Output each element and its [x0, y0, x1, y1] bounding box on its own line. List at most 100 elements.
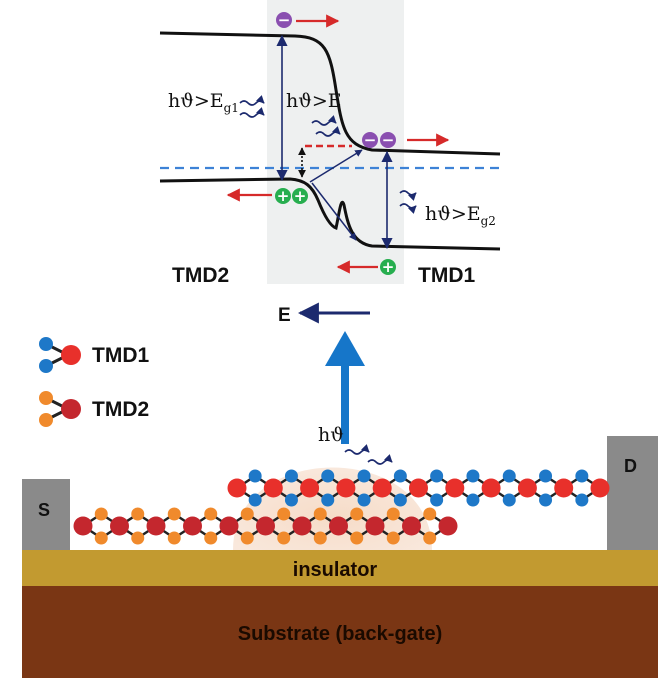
conduction-band	[159, 31, 501, 156]
electron: −	[276, 11, 292, 29]
svg-text:TMD1: TMD1	[92, 344, 149, 367]
svg-text:TMD2: TMD2	[92, 398, 149, 421]
metal-atom	[329, 516, 348, 536]
metal-atom	[219, 516, 239, 536]
chalcogen-atom	[321, 469, 335, 483]
chalcogen-atom	[423, 531, 437, 545]
chalcogen-atom	[357, 469, 371, 483]
chalcogen-atom	[539, 469, 553, 483]
photon-icon	[344, 444, 393, 465]
svg-text:−: −	[364, 131, 377, 149]
metal-atom	[336, 478, 356, 498]
hole: +	[380, 258, 396, 276]
light-label: hϑ	[318, 424, 344, 446]
chalcogen-atom	[502, 493, 516, 507]
chalcogen-atom	[466, 469, 480, 483]
substrate-layer	[22, 586, 658, 678]
excitation-label-tmd1: hϑ>Eg2	[425, 203, 496, 228]
source-label: S	[38, 500, 50, 520]
chalcogen-atom	[204, 507, 218, 521]
chalcogen-atom	[357, 493, 371, 507]
metal-atom	[409, 478, 428, 498]
chalcogen-atom	[575, 493, 589, 507]
insulator-label: insulator	[293, 559, 378, 581]
chalcogen-atom	[94, 507, 108, 521]
chalcogen-atom	[131, 507, 145, 521]
chalcogen-atom	[350, 507, 364, 521]
metal-atom	[517, 478, 537, 498]
interlayer-transition-2	[311, 182, 357, 241]
tmd1-layer	[227, 469, 610, 507]
chalcogen-atom	[248, 469, 262, 483]
chalcogen-atom	[240, 531, 254, 545]
metal-atom	[263, 478, 283, 498]
metal-atom	[183, 516, 202, 536]
interlayer-transition-1	[309, 149, 363, 183]
photo-current-arrow	[325, 331, 365, 444]
metal-atom	[110, 516, 129, 536]
svg-text:−: −	[278, 11, 291, 29]
region-label-tmd1: TMD1	[418, 264, 475, 287]
chalcogen-atom	[248, 493, 262, 507]
metal-atom	[402, 516, 421, 536]
chalcogen-atom	[386, 531, 400, 545]
metal-atom	[227, 478, 247, 498]
metal-atom	[554, 478, 574, 498]
legend-item-tmd2: TMD2	[39, 391, 149, 427]
chalcogen-atom	[386, 507, 400, 521]
electron: −	[362, 131, 378, 149]
insulator-layer	[22, 550, 658, 586]
chalcogen-atom	[313, 507, 327, 521]
chalcogen-atom	[423, 507, 437, 521]
metal-atom	[256, 516, 275, 536]
chalcogen-atom	[466, 493, 480, 507]
chalcogen-atom	[430, 493, 444, 507]
drain-contact	[607, 436, 658, 550]
chalcogen-atom	[284, 493, 298, 507]
field-label: E	[278, 305, 291, 326]
metal-atom	[372, 478, 392, 498]
metal-atom	[445, 478, 465, 498]
chalcogen-atom	[430, 469, 444, 483]
metal-atom	[292, 516, 312, 536]
device-stack: insulator Substrate (back-gate) S D hϑ	[22, 424, 658, 678]
excitation-label-tmd2: hϑ>Eg1	[168, 90, 239, 115]
chalcogen-atom	[313, 531, 327, 545]
chalcogen-atom	[393, 493, 407, 507]
metal-atom	[146, 516, 166, 536]
svg-text:+: +	[294, 187, 307, 205]
chalcogen-atom	[167, 531, 181, 545]
excitation-label-interlayer: hϑ>E	[286, 90, 342, 112]
region-label-tmd2: TMD2	[172, 264, 229, 287]
chalcogen-atom	[131, 531, 145, 545]
chalcogen-atom	[321, 493, 335, 507]
metal-atom	[300, 478, 320, 498]
svg-text:+: +	[277, 187, 290, 205]
hole: +	[275, 187, 291, 205]
svg-text:−: −	[382, 131, 395, 149]
chalcogen-atom	[204, 531, 218, 545]
valence-band	[159, 177, 501, 251]
metal-atom	[481, 478, 501, 498]
metal-atom	[365, 516, 385, 536]
chalcogen-atom	[277, 531, 291, 545]
chalcogen-atom	[94, 531, 108, 545]
svg-text:+: +	[382, 258, 395, 276]
chalcogen-atom	[350, 531, 364, 545]
chalcogen-atom	[284, 469, 298, 483]
electric-field: E	[278, 302, 370, 444]
chalcogen-atom	[502, 469, 516, 483]
chalcogen-atom	[539, 493, 553, 507]
tmd2-layer	[73, 507, 458, 545]
chalcogen-atom	[167, 507, 181, 521]
band-diagram: hϑ>Eg1 hϑ>E hϑ>Eg2 − − − + +	[159, 0, 505, 287]
chalcogen-atom	[575, 469, 589, 483]
drain-label: D	[624, 456, 637, 476]
metal-atom	[590, 478, 610, 498]
photon-icon	[239, 95, 417, 214]
chalcogen-atom	[277, 507, 291, 521]
source-contact	[22, 479, 70, 550]
substrate-label: Substrate (back-gate)	[238, 623, 443, 645]
chalcogen-atom	[240, 507, 254, 521]
